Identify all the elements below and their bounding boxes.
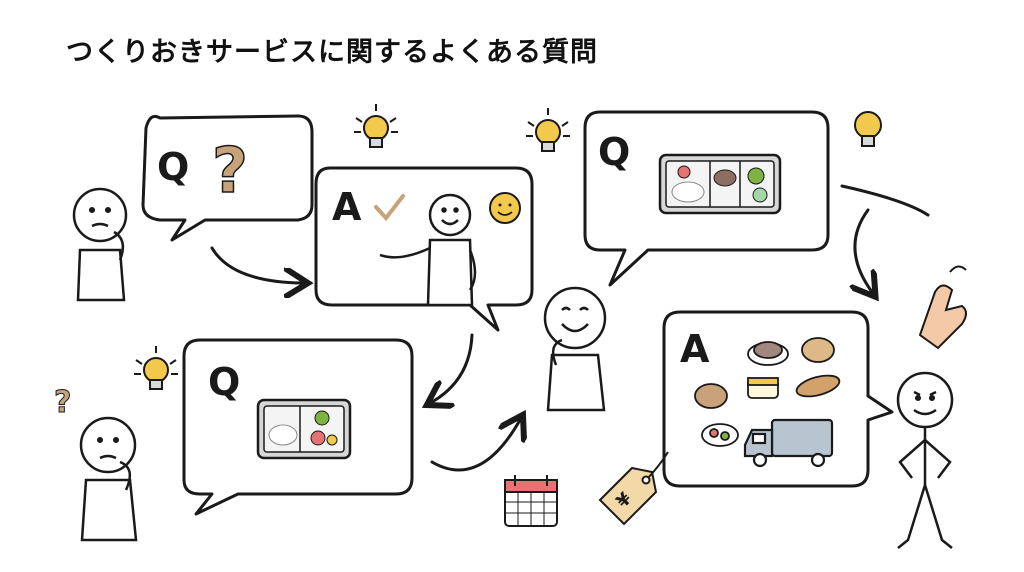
bento-box-icon [658, 153, 782, 215]
arrow-q1-to-a1 [210, 246, 302, 283]
lightbulb-icon [354, 104, 398, 148]
delivery-truck-icon [743, 418, 834, 468]
calendar-icon [504, 475, 558, 527]
arrow-q2-curve [840, 184, 930, 217]
lightbulb-icon [134, 346, 178, 390]
check-mark-icon [374, 194, 405, 222]
thinking-figure-bottom-left: ? [54, 385, 138, 542]
presenter-figure [379, 193, 477, 307]
flow-arrows [210, 184, 930, 472]
speech-bubble-question-3: Q [182, 338, 414, 516]
lightbulb-icon [526, 108, 570, 152]
question-letter: Q [157, 145, 189, 189]
lightbulb-icon [854, 111, 882, 147]
thinking-figure-left [72, 187, 128, 302]
speech-bubble-question-1: Q ? [141, 114, 314, 242]
question-letter: Q [598, 130, 630, 174]
food-items-icon [694, 337, 841, 447]
page-title: つくりおきサービスに関するよくある質問 [66, 37, 598, 68]
speech-bubble-answer-2: A [662, 310, 894, 488]
bento-box-icon [256, 398, 352, 460]
arrow-a1-to-q3 [432, 333, 474, 402]
price-tag-icon: ¥ [598, 451, 669, 526]
answer-letter: A [680, 327, 710, 371]
answer-letter: A [332, 185, 362, 229]
arrow-q3-to-center [430, 420, 520, 472]
smiley-icon [489, 192, 521, 224]
speech-bubble-answer-1: A [314, 166, 534, 332]
question-mark-icon: ? [54, 385, 71, 420]
confident-figure-right [896, 371, 954, 549]
question-mark-icon: ? [212, 134, 248, 207]
tapping-hand-icon [918, 265, 967, 350]
speech-bubble-question-2: Q [583, 110, 830, 287]
arrow-q2-to-a2 [855, 208, 872, 292]
smiling-figure-center [543, 286, 607, 412]
question-letter: Q [208, 360, 240, 404]
